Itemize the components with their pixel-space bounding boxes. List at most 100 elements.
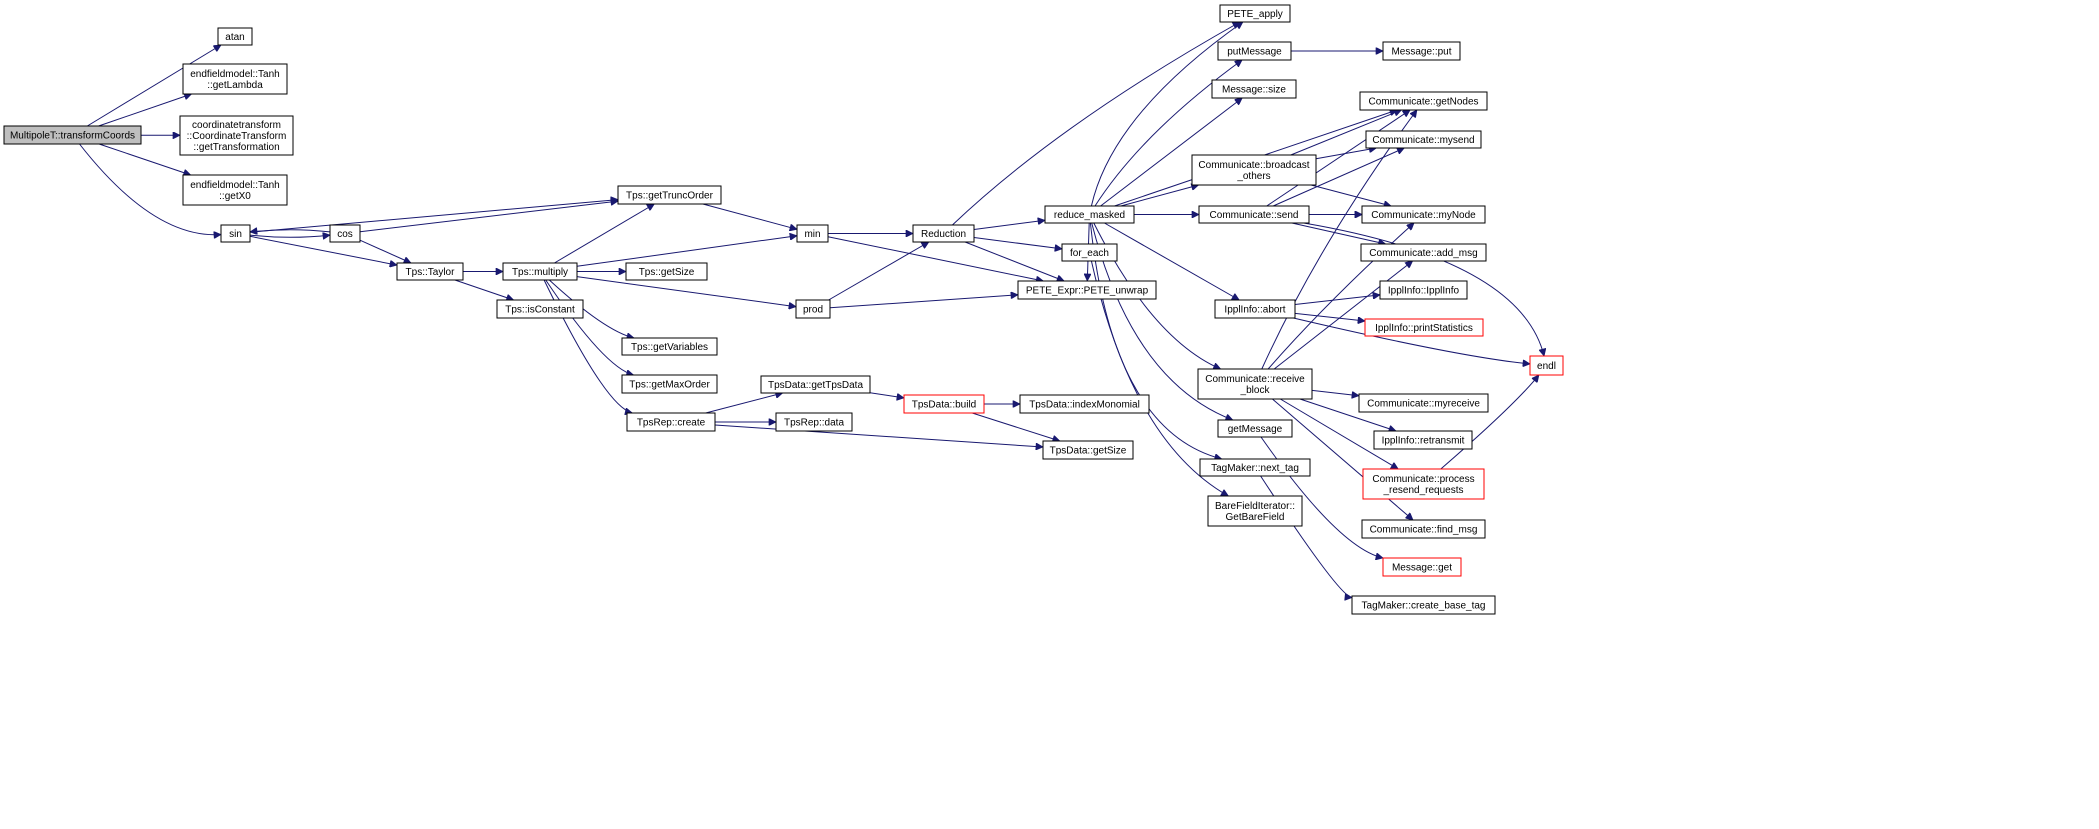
node-isConstant[interactable]: Tps::isConstant	[496, 299, 584, 319]
node-box	[1017, 280, 1157, 300]
node-root[interactable]: MultipoleT::transformCoords	[3, 125, 142, 145]
node-label: Message::get	[1392, 563, 1452, 574]
node-label: TpsData::indexMonomial	[1029, 400, 1140, 411]
edge-cos-to-sin	[250, 230, 331, 232]
node-label: endfieldmodel::Tanh	[190, 180, 280, 191]
node-label: cos	[337, 229, 353, 240]
node-msgGet[interactable]: Message::get	[1382, 557, 1462, 577]
node-label: TpsData::getSize	[1050, 446, 1127, 457]
node-label: putMessage	[1227, 47, 1282, 58]
node-taylor[interactable]: Tps::Taylor	[396, 262, 464, 281]
node-box	[217, 27, 253, 46]
node-reduceMasked[interactable]: reduce_masked	[1044, 205, 1135, 224]
node-receiveBlock[interactable]: Communicate::receive_block	[1197, 368, 1313, 400]
node-box	[1197, 368, 1313, 400]
node-peteApply[interactable]: PETE_apply	[1219, 4, 1291, 23]
node-getTruncOrder[interactable]: Tps::getTruncOrder	[617, 185, 722, 205]
edge-broadcastOthers-to-myNode	[1310, 184, 1391, 206]
node-peteUnwrap[interactable]: PETE_Expr::PETE_unwrap	[1017, 280, 1157, 300]
edge-receiveBlock-to-myreceive	[1311, 389, 1359, 395]
node-dataGetSize[interactable]: TpsData::getSize	[1042, 440, 1134, 460]
edge-getTruncOrder-to-min	[702, 203, 797, 229]
node-getNodes[interactable]: Communicate::getNodes	[1359, 91, 1488, 111]
node-box	[1359, 91, 1488, 111]
node-label: Reduction	[921, 229, 966, 240]
node-getTransformation[interactable]: coordinatetransform::CoordinateTransform…	[179, 115, 294, 156]
node-msgSize[interactable]: Message::size	[1211, 79, 1297, 99]
node-getX0[interactable]: endfieldmodel::Tanh::getX0	[182, 174, 288, 206]
node-box	[1360, 243, 1487, 262]
node-label: Communicate::myreceive	[1367, 399, 1480, 410]
node-endl[interactable]: endl	[1529, 355, 1564, 376]
node-box	[1198, 205, 1310, 224]
node-label: Communicate::add_msg	[1369, 248, 1477, 259]
node-retransmit[interactable]: IpplInfo::retransmit	[1373, 430, 1473, 450]
node-mysend[interactable]: Communicate::mysend	[1365, 130, 1482, 149]
node-multiply[interactable]: Tps::multiply	[502, 262, 578, 281]
node-getMessage[interactable]: getMessage	[1217, 419, 1293, 438]
node-putMessage[interactable]: putMessage	[1217, 41, 1292, 61]
node-label: reduce_masked	[1054, 210, 1125, 221]
node-label: Tps::getVariables	[631, 342, 708, 353]
node-indexMonomial[interactable]: TpsData::indexMonomial	[1019, 394, 1150, 414]
node-sin[interactable]: sin	[220, 224, 251, 243]
node-box	[796, 224, 829, 243]
node-box	[1365, 130, 1482, 149]
node-label: coordinatetransform	[192, 120, 281, 131]
node-box	[1061, 243, 1118, 262]
node-printStatistics[interactable]: IpplInfo::printStatistics	[1364, 318, 1484, 337]
edge-broadcastOthers-to-mysend	[1315, 148, 1376, 160]
node-createBaseTag[interactable]: TagMaker::create_base_tag	[1351, 595, 1496, 615]
node-findMsg[interactable]: Communicate::find_msg	[1361, 519, 1486, 539]
node-abort[interactable]: IpplInfo::abort	[1214, 299, 1296, 319]
node-nextTag[interactable]: TagMaker::next_tag	[1199, 458, 1311, 477]
edge-reduction-to-peteApply	[952, 21, 1240, 226]
node-broadcastOthers[interactable]: Communicate::broadcast_others	[1191, 154, 1317, 186]
node-box	[220, 224, 251, 243]
node-label: Communicate::find_msg	[1370, 525, 1478, 536]
node-label: BareFieldIterator::	[1215, 501, 1295, 512]
node-repData[interactable]: TpsRep::data	[775, 412, 853, 432]
node-prod[interactable]: prod	[795, 299, 831, 319]
node-myNode[interactable]: Communicate::myNode	[1361, 205, 1486, 224]
edge-processResend-to-endl	[1440, 375, 1539, 470]
node-label: Communicate::process	[1372, 474, 1474, 485]
node-cos[interactable]: cos	[329, 224, 361, 243]
node-msgPut[interactable]: Message::put	[1382, 41, 1461, 61]
node-box	[1207, 495, 1303, 527]
node-reduction[interactable]: Reduction	[912, 224, 975, 243]
node-getBareField[interactable]: BareFieldIterator::GetBareField	[1207, 495, 1303, 527]
edge-send-to-addMsg	[1291, 222, 1386, 244]
node-box	[775, 412, 853, 432]
node-box	[179, 115, 294, 156]
node-atan[interactable]: atan	[217, 27, 253, 46]
node-myreceive[interactable]: Communicate::myreceive	[1358, 393, 1489, 413]
edge-multiply-to-min	[576, 236, 797, 267]
node-box	[1217, 419, 1293, 438]
edge-multiply-to-getTruncOrder	[554, 203, 654, 264]
node-repCreate[interactable]: TpsRep::create	[626, 412, 716, 432]
node-box	[912, 224, 975, 243]
node-processResend[interactable]: Communicate::process_resend_requests	[1362, 468, 1485, 500]
node-send[interactable]: Communicate::send	[1198, 205, 1310, 224]
edge-abort-to-ipplInfo	[1294, 295, 1380, 305]
node-box	[1219, 4, 1291, 23]
node-label: IpplInfo::IpplInfo	[1388, 286, 1460, 297]
node-label: ::getTransformation	[193, 142, 279, 153]
node-addMsg[interactable]: Communicate::add_msg	[1360, 243, 1487, 262]
node-label: TpsData::build	[912, 400, 976, 411]
edge-reduceMasked-to-peteApply	[1090, 22, 1243, 207]
node-tpsGetSize[interactable]: Tps::getSize	[625, 262, 708, 281]
node-min[interactable]: min	[796, 224, 829, 243]
node-getTpsData[interactable]: TpsData::getTpsData	[760, 375, 871, 394]
node-build[interactable]: TpsData::build	[903, 394, 985, 414]
node-forEach[interactable]: for_each	[1061, 243, 1118, 262]
edge-layer	[79, 21, 1545, 598]
node-getLambda[interactable]: endfieldmodel::Tanh::getLambda	[182, 63, 288, 95]
node-box	[1217, 41, 1292, 61]
node-ipplInfo[interactable]: IpplInfo::IpplInfo	[1379, 280, 1468, 300]
node-getVariables[interactable]: Tps::getVariables	[621, 337, 718, 356]
node-box	[1364, 318, 1484, 337]
node-box	[617, 185, 722, 205]
node-getMaxOrder[interactable]: Tps::getMaxOrder	[621, 374, 718, 394]
